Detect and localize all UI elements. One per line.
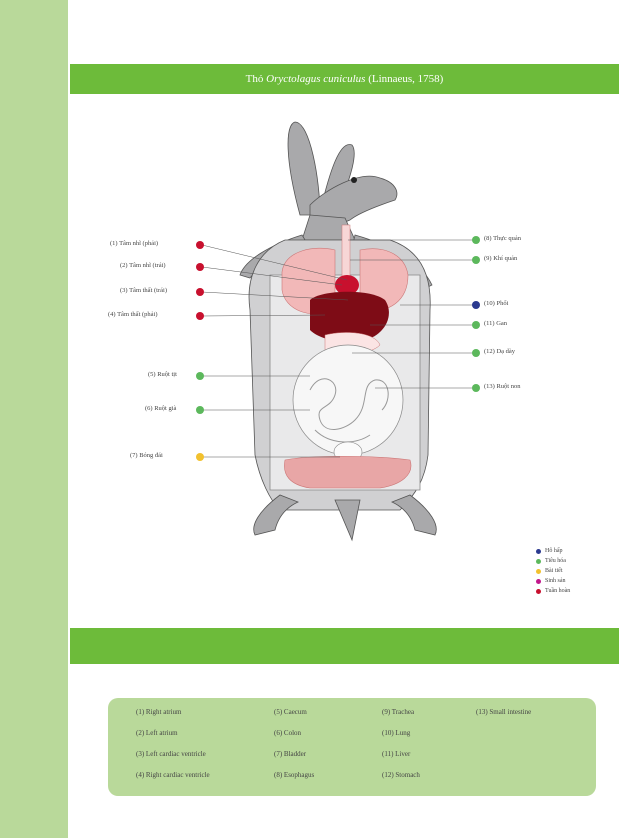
dot-caecum [196,372,204,380]
legend-item-digestive: Tiêu hóa [536,556,570,566]
dot-esophagus [472,236,480,244]
legend-label: Hô hấp [545,548,563,554]
green-band [70,628,619,664]
legend-swatch [536,559,541,564]
legend-item-circulatory: Tuần hoàn [536,586,570,596]
dot-colon [196,406,204,414]
rabbit-diagram: (1) Tâm nhĩ (phải) (2) Tâm nhĩ (trái) (3… [70,100,619,620]
key-item: (10) Lung [382,729,420,750]
key-item: (9) Trachea [382,708,420,729]
key-column-3: (9) Trachea (10) Lung (11) Liver (12) St… [382,708,420,792]
label-liver: (11) Gan [484,320,507,327]
key-item: (6) Colon [274,729,314,750]
legend-label: Tuần hoàn [545,588,570,594]
dot-bladder [196,453,204,461]
key-item: (7) Bladder [274,750,314,771]
label-trachea: (9) Khí quản [484,255,517,262]
dot-small-intestine [472,384,480,392]
label-bladder: (7) Bóng đái [130,452,163,459]
legend-item-reproductive: Sinh sản [536,576,570,586]
legend-label: Sinh sản [545,578,566,584]
title-prefix: Thỏ [246,73,264,85]
rabbit-anatomy-illustration [70,100,619,620]
dot-liver [472,321,480,329]
legend-swatch [536,579,541,584]
dot-trachea [472,256,480,264]
dot-stomach [472,349,480,357]
label-right-atrium: (1) Tâm nhĩ (phải) [110,240,158,247]
key-item: (12) Stomach [382,771,420,792]
label-colon: (6) Ruột già [145,405,176,412]
title-bar: Thỏ Oryctolagus cuniculus (Linnaeus, 175… [70,64,619,94]
key-item: (2) Left atrium [136,729,210,750]
key-item: (3) Left cardiac ventricle [136,750,210,771]
key-item: (13) Small intestine [476,708,531,729]
key-column-4: (13) Small intestine [476,708,531,729]
legend-item-respiratory: Hô hấp [536,546,570,556]
label-small-intestine: (13) Ruột non [484,383,520,390]
label-lung: (10) Phổi [484,300,508,307]
legend-label: Bài tiết [545,568,563,574]
legend: Hô hấp Tiêu hóa Bài tiết Sinh sản Tuần h… [536,546,570,596]
key-item: (11) Liver [382,750,420,771]
left-color-strip [0,0,68,838]
label-left-ventricle: (3) Tâm thất (trái) [120,287,167,294]
key-item: (1) Right atrium [136,708,210,729]
legend-swatch [536,569,541,574]
key-column-2: (5) Caecum (6) Colon (7) Bladder (8) Eso… [274,708,314,792]
dot-right-ventricle [196,312,204,320]
key-item: (8) Esophagus [274,771,314,792]
label-right-ventricle: (4) Tâm thất (phải) [108,311,158,318]
key-item: (4) Right cardiac ventricle [136,771,210,792]
key-column-1: (1) Right atrium (2) Left atrium (3) Lef… [136,708,210,792]
label-esophagus: (8) Thực quản [484,235,521,242]
dot-right-atrium [196,241,204,249]
label-caecum: (5) Ruột tịt [148,371,177,378]
dot-left-atrium [196,263,204,271]
legend-item-excretory: Bài tiết [536,566,570,576]
legend-swatch [536,549,541,554]
legend-swatch [536,589,541,594]
dot-left-ventricle [196,288,204,296]
label-stomach: (12) Dạ dày [484,348,515,355]
key-box: (1) Right atrium (2) Left atrium (3) Lef… [108,698,596,796]
title-author: (Linnaeus, 1758) [368,73,443,85]
dot-lung [472,301,480,309]
key-item: (5) Caecum [274,708,314,729]
label-left-atrium: (2) Tâm nhĩ (trái) [120,262,166,269]
legend-label: Tiêu hóa [545,558,566,564]
title-species: Oryctolagus cuniculus [266,73,365,85]
